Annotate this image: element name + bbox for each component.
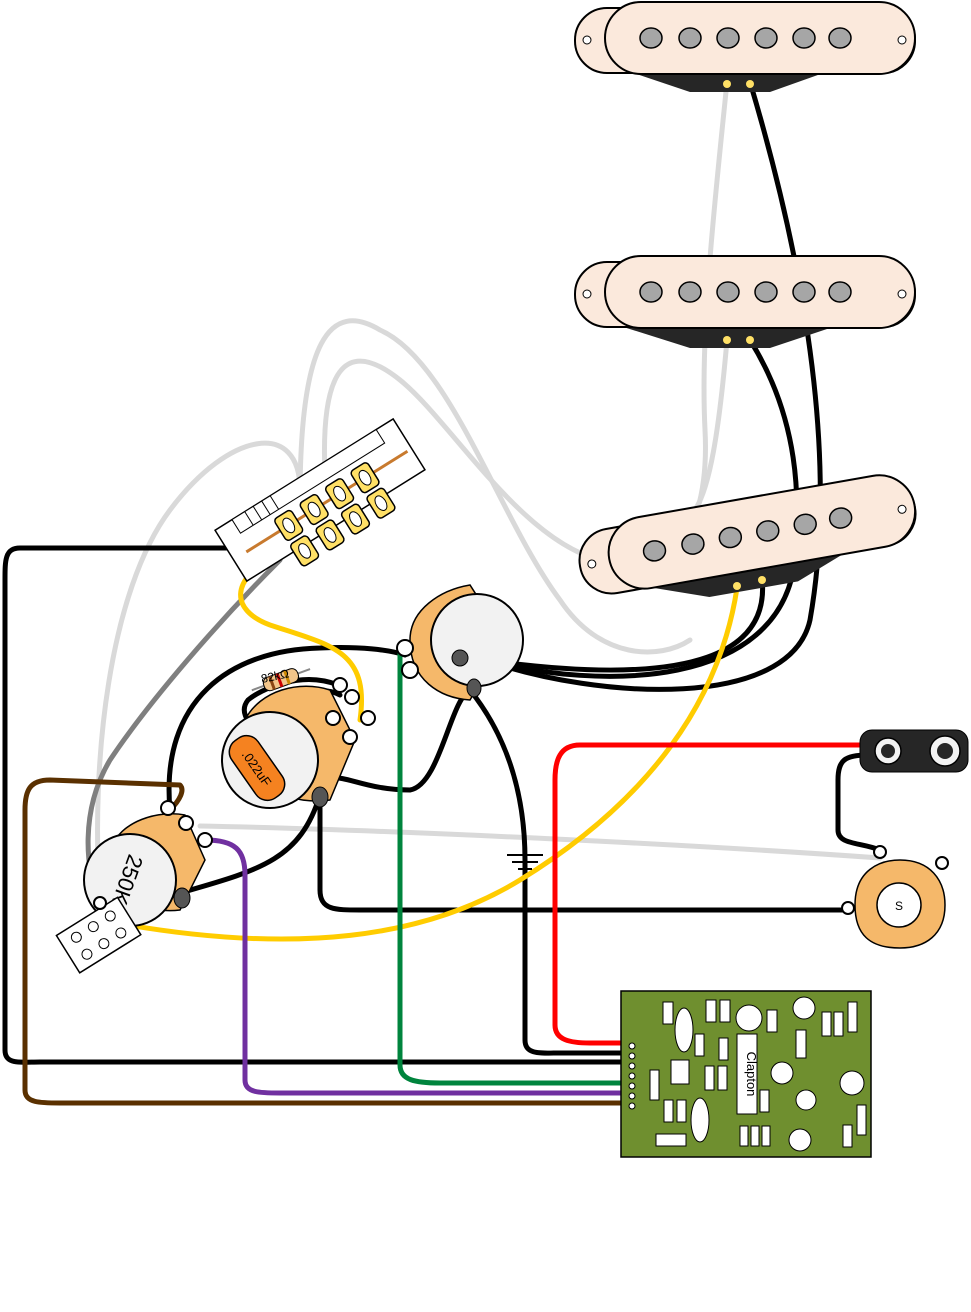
bridge-pickup-lug-ground bbox=[758, 576, 766, 584]
wire-white-loop-1 bbox=[297, 318, 693, 655]
wire-white-loop-2 bbox=[321, 358, 603, 563]
five-way-switch bbox=[214, 417, 426, 583]
pickup-middle bbox=[574, 255, 916, 348]
wire-black-neck bbox=[482, 79, 823, 692]
wire-black-battery bbox=[835, 752, 883, 853]
wire-yellow-bridge bbox=[87, 585, 740, 942]
pot-master bbox=[396, 584, 524, 701]
wire-black-middle bbox=[482, 337, 800, 679]
volume-pot-lug bbox=[93, 896, 107, 910]
pcb-label: Clapton bbox=[744, 1052, 759, 1097]
pickup-neck bbox=[574, 1, 916, 92]
pickup-bridge bbox=[578, 474, 917, 598]
battery-clip-icon bbox=[859, 729, 969, 773]
bridge-pickup-lug-hot bbox=[733, 582, 741, 590]
resistor-label: 82kΩ bbox=[260, 666, 291, 686]
ground-icon bbox=[507, 854, 543, 870]
pot-volume: 250K bbox=[83, 800, 213, 927]
wire-black-tone-vol bbox=[166, 644, 408, 813]
output-jack-icon: S bbox=[841, 845, 949, 949]
wire-green bbox=[397, 647, 633, 1086]
wire-red bbox=[552, 742, 871, 1046]
wire-yellow-switch bbox=[238, 552, 364, 723]
three-way-switch bbox=[55, 896, 142, 974]
jack-label: S bbox=[895, 899, 903, 913]
pcb-board: Clapton bbox=[620, 990, 872, 1158]
wires bbox=[2, 79, 883, 1106]
wire-black-ground bbox=[467, 687, 633, 1056]
wire-brown bbox=[22, 777, 633, 1106]
wire-white-jack bbox=[197, 823, 883, 861]
wire-purple bbox=[202, 837, 633, 1096]
wire-black-jack-sleeve bbox=[317, 792, 853, 913]
resistor-icon bbox=[251, 668, 311, 692]
wire-black-bridge bbox=[482, 575, 766, 673]
